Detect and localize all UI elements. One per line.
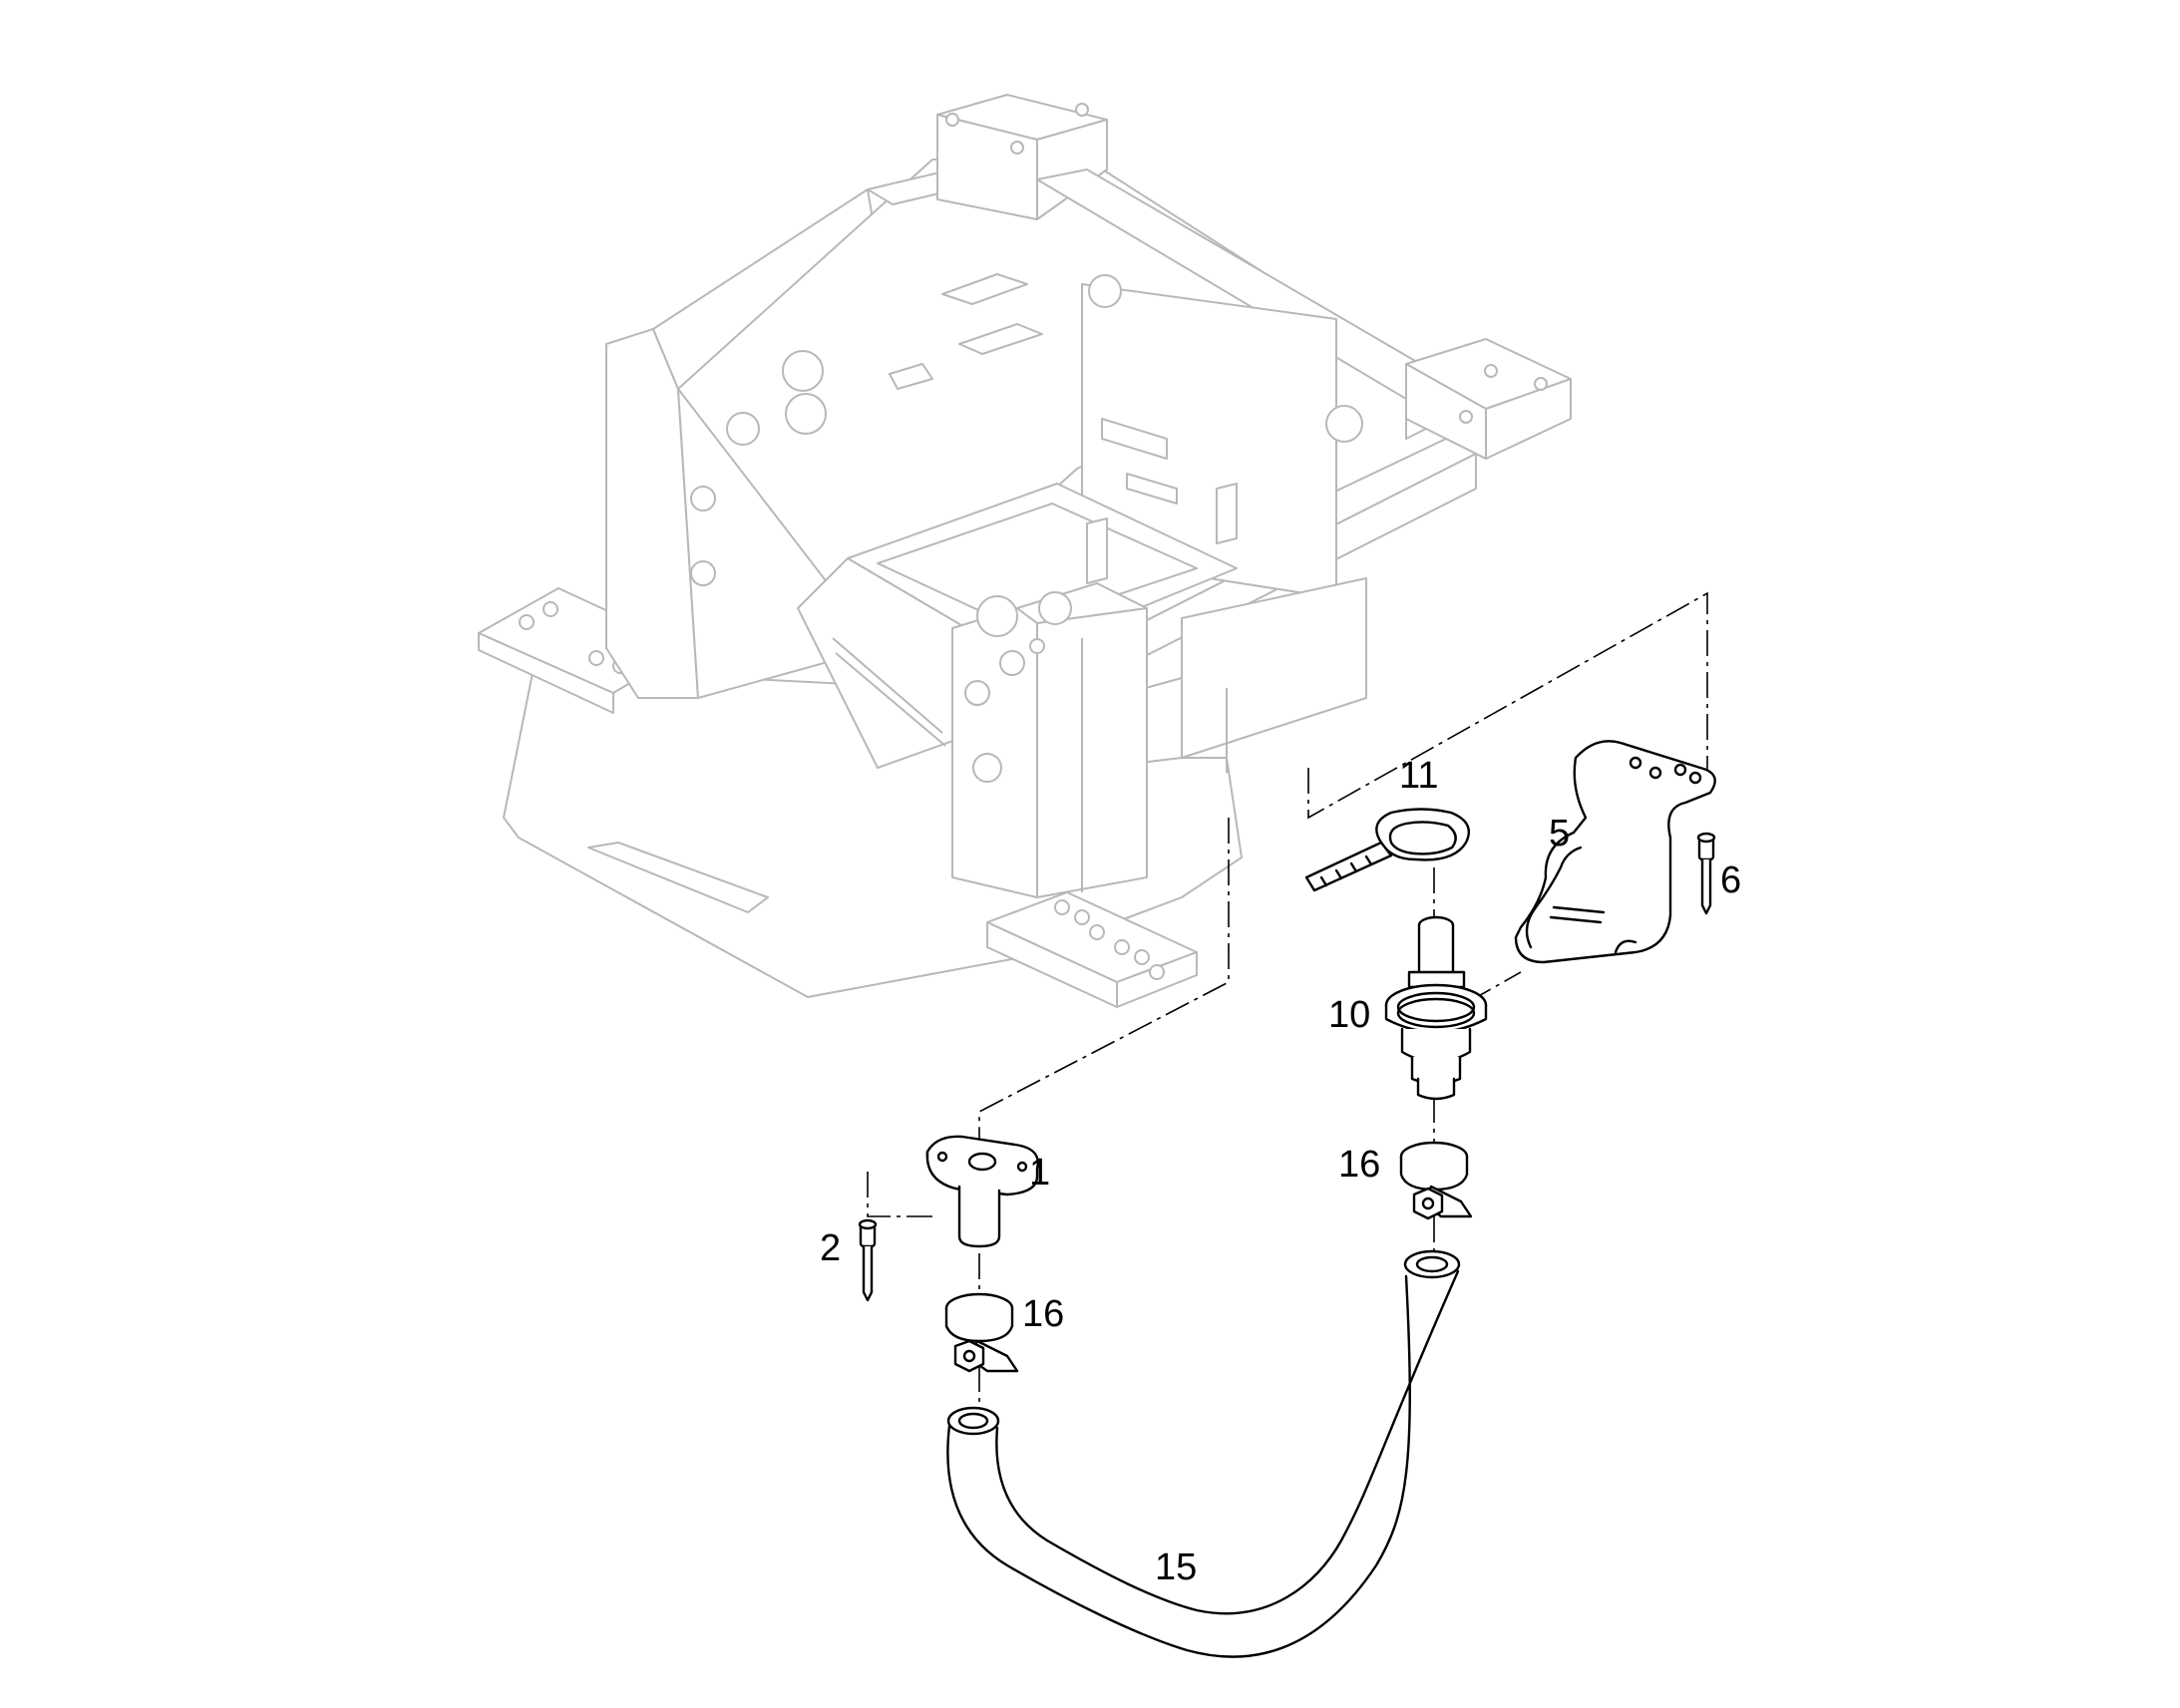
base-frame: [478, 94, 1572, 1008]
part-16-clamp-upper: [1399, 1141, 1473, 1220]
callout-2: 2: [820, 1227, 841, 1269]
callout-11: 11: [1399, 755, 1438, 797]
callout-15: 15: [1155, 1546, 1197, 1588]
part-2-rivet: [858, 1218, 878, 1302]
callout-6: 6: [1720, 859, 1741, 901]
part-1-flange: [925, 1135, 1039, 1248]
part-5-bracket: [1514, 740, 1716, 964]
callout-1: 1: [1029, 1152, 1050, 1194]
part-15-hose: [946, 1249, 1461, 1658]
callout-16-upper: 16: [1338, 1144, 1380, 1186]
part-11-cable-tie: [1304, 808, 1471, 892]
part-10-valve: [1384, 915, 1488, 1101]
callout-labels: 1 2 5 6 10 11 15 16 16: [820, 755, 1741, 1588]
part-16-clamp-lower: [944, 1292, 1019, 1373]
part-6-rivet: [1696, 832, 1716, 915]
callout-5: 5: [1549, 813, 1570, 854]
callout-16-lower: 16: [1022, 1293, 1064, 1335]
callout-10: 10: [1328, 994, 1370, 1036]
